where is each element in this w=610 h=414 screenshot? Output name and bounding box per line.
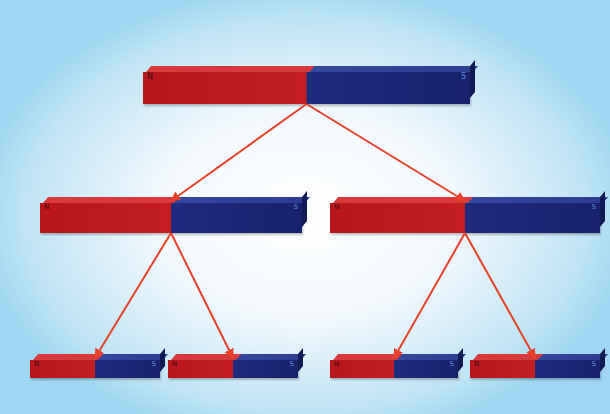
south-pole-label: S: [461, 73, 466, 81]
magnet-top-face: [171, 354, 306, 360]
north-pole-label: N: [334, 204, 339, 211]
split-arrow: [95, 233, 171, 358]
north-pole-label: N: [44, 204, 49, 211]
magnet-side-face: [302, 191, 307, 227]
bar-magnet: NS: [30, 360, 160, 378]
bar-magnet: NS: [330, 360, 458, 378]
magnet-side-face: [298, 348, 303, 372]
split-arrow: [307, 104, 466, 201]
south-pole-label: S: [290, 361, 294, 368]
magnet-top-face: [146, 66, 478, 72]
bar-magnet: NS: [168, 360, 298, 378]
magnet-top-face: [333, 354, 466, 360]
magnet-top-face: [33, 354, 168, 360]
south-pole-label: S: [592, 204, 596, 211]
magnet-side-face: [600, 348, 605, 372]
north-pole-label: N: [334, 361, 339, 368]
split-arrow: [171, 233, 233, 358]
north-pole-label: N: [172, 361, 177, 368]
split-arrow: [394, 233, 465, 358]
split-arrow: [465, 233, 535, 358]
south-pole-label: S: [592, 361, 596, 368]
magnet-top-face: [333, 197, 608, 203]
magnet-side-face: [458, 348, 463, 372]
south-pole-label: S: [294, 204, 298, 211]
magnet-side-face: [600, 191, 605, 227]
split-arrow: [171, 104, 307, 201]
north-pole-label: N: [34, 361, 39, 368]
magnet-side-face: [160, 348, 165, 372]
magnet-top-face: [473, 354, 608, 360]
bar-magnet: NS: [143, 72, 470, 104]
magnet-side-face: [470, 60, 475, 98]
bar-magnet: NS: [470, 360, 600, 378]
north-pole-label: N: [147, 73, 153, 81]
south-pole-label: S: [152, 361, 156, 368]
south-pole-label: S: [450, 361, 454, 368]
north-pole-label: N: [474, 361, 479, 368]
bar-magnet: NS: [330, 203, 600, 233]
bar-magnet: NS: [40, 203, 302, 233]
